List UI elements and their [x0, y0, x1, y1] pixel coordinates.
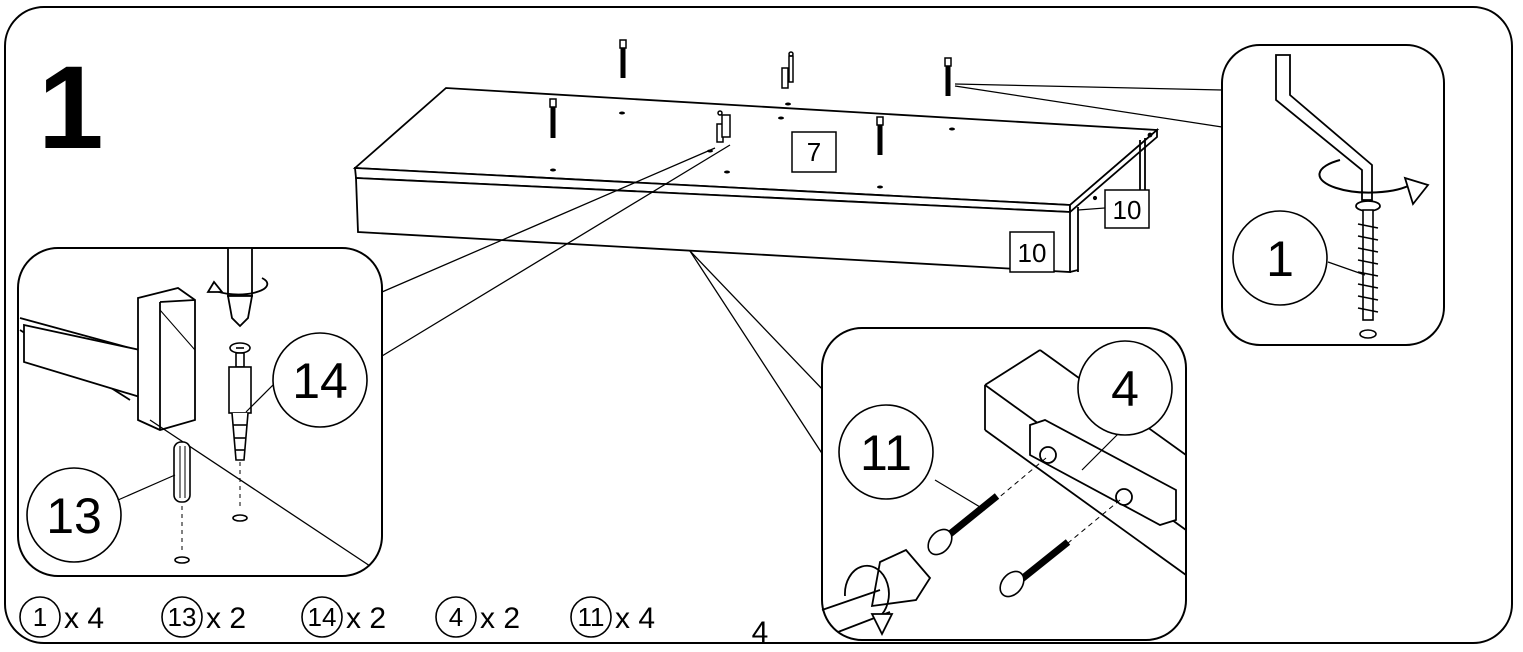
callout-hex-key-part: 1	[1266, 231, 1294, 287]
hardware-above-board	[549, 39, 952, 155]
page-frame	[4, 6, 1513, 644]
parts-list-qty: x 4	[64, 602, 104, 635]
callout-dowel-part: 13	[46, 488, 102, 544]
leader-lines	[381, 83, 1223, 459]
parts-list-qty: x 4	[615, 602, 655, 635]
parts-list-item: 14 x 2	[301, 596, 386, 638]
callout-bracket-part: 4	[1111, 361, 1139, 417]
callout-cam-screw-part: 14	[292, 353, 348, 409]
hex-key-icon	[1275, 54, 1430, 212]
parts-list-part: 14	[308, 602, 337, 632]
parts-list-part: 4	[449, 602, 463, 632]
parts-list-item: 11 x 4	[570, 596, 655, 638]
cam-screw-icon	[944, 57, 952, 96]
screw-icon	[1357, 209, 1379, 339]
screwdriver-icon	[821, 548, 932, 637]
dowel-detail: 14 13	[17, 247, 383, 577]
parts-list-qty: x 2	[206, 602, 246, 635]
board-labels: 7 10 10	[791, 131, 1150, 273]
parts-list-qty: x 2	[346, 602, 386, 635]
parts-list: 1 x 4 13 x 2 14 x 2 4 x 2 11 x 4	[19, 596, 655, 638]
label-side-front: 10	[1018, 238, 1047, 268]
wood-screw-icon	[999, 539, 1071, 598]
parts-list-part: 1	[33, 602, 47, 632]
step-number: 1	[38, 42, 104, 174]
cam-screw-icon	[876, 116, 884, 155]
parts-list-qty: x 2	[480, 602, 520, 635]
hex-key-detail: 1	[1221, 44, 1445, 346]
label-side-right: 10	[1113, 195, 1142, 225]
cam-screw-icon	[228, 342, 252, 522]
parts-list-part: 13	[168, 602, 197, 632]
page-number: 4	[752, 616, 769, 649]
wood-screw-icon	[927, 493, 1000, 556]
parts-list-part: 11	[578, 602, 605, 632]
dowel-pair-icon	[781, 51, 794, 89]
dowel-icon	[173, 441, 191, 564]
callout-screw-part: 11	[860, 425, 912, 481]
label-top-panel: 7	[807, 137, 821, 167]
bracket-detail: 11 4	[821, 327, 1187, 641]
hammer-icon	[19, 287, 371, 567]
parts-list-item: 1 x 4	[19, 596, 104, 638]
bracket-icon	[1029, 419, 1177, 526]
parts-list-item: 13 x 2	[161, 596, 246, 638]
cam-screw-icon	[549, 98, 557, 138]
cam-screw-icon	[619, 39, 627, 78]
screwdriver-icon	[206, 247, 269, 328]
dowel-pair-icon	[716, 110, 731, 143]
parts-list-item: 4 x 2	[435, 596, 520, 638]
